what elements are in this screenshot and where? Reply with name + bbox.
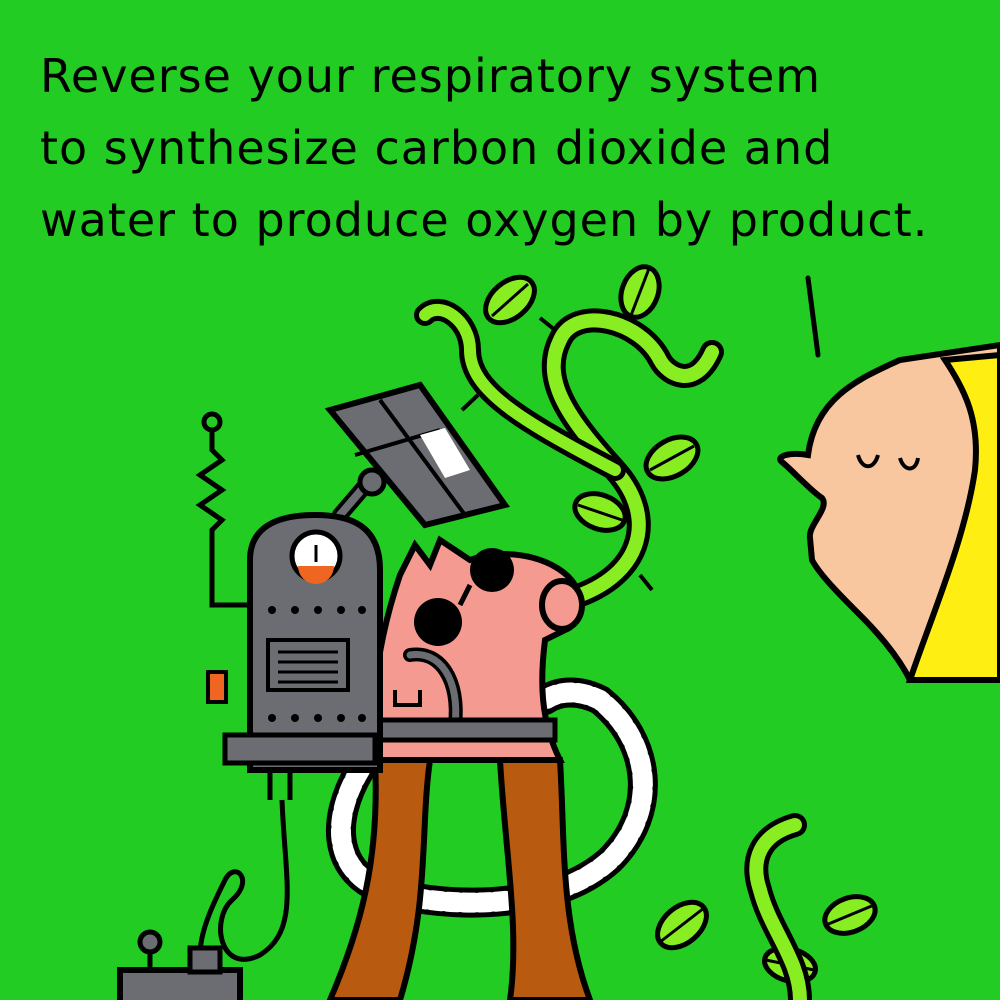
pig-sunglasses-right [470,548,514,592]
backpack-machine [206,511,383,800]
caption: Reverse your respiratory system to synth… [40,40,970,256]
person-shirt [905,351,1000,683]
speech-tick-icon [805,275,821,358]
pig [370,535,585,763]
caption-line-3: water to produce oxygen by product. [40,193,929,247]
vine-main [414,299,724,612]
person-eye-right [898,457,920,471]
sprout [744,813,812,1000]
roots [326,757,594,1000]
antenna-icon [195,411,250,608]
gauge-icon [289,529,343,584]
hose [326,677,658,918]
belt [372,717,558,743]
caption-line-1: Reverse your respiratory system [40,49,822,103]
pig-snout [539,578,585,632]
control-box [117,799,290,1000]
person-eye-left [856,454,880,469]
solar-panel-icon [324,381,510,529]
pig-sunglasses-left [414,598,462,646]
caption-line-2: to synthesize carbon dioxide and [40,121,834,175]
side-knob [206,670,228,704]
person [777,341,1000,683]
